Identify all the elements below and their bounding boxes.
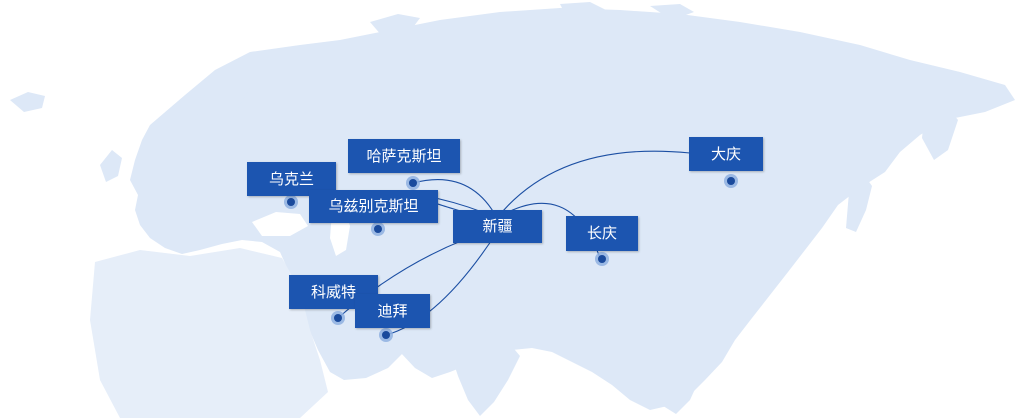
arctic-island-2 [560, 2, 606, 18]
kamchatka-landmass [922, 104, 958, 160]
marker-daqing[interactable] [724, 174, 738, 188]
route-to-kazakhstan [412, 179, 498, 219]
marker-kazakhstan[interactable] [406, 176, 420, 190]
label-xinjiang-hub[interactable]: 新疆 [453, 210, 542, 243]
north-africa-landmass [90, 248, 328, 418]
label-dubai[interactable]: 迪拜 [355, 294, 430, 328]
label-kazakhstan[interactable]: 哈萨克斯坦 [348, 139, 460, 173]
marker-dubai[interactable] [379, 328, 393, 342]
route-to-daqing [496, 150, 691, 219]
arctic-island-1 [370, 14, 420, 36]
japan-landmass [846, 172, 872, 232]
marker-uzbekistan[interactable] [371, 222, 385, 236]
label-daqing[interactable]: 大庆 [689, 137, 763, 171]
arctic-island-3 [650, 4, 694, 20]
label-uzbekistan[interactable]: 乌兹别克斯坦 [309, 190, 438, 223]
iceland-landmass [10, 92, 45, 112]
marker-kuwait[interactable] [331, 311, 345, 325]
india-landmass [450, 328, 520, 416]
scandinavia-landmass [195, 54, 262, 146]
label-changqing[interactable]: 长庆 [566, 216, 638, 251]
route-to-dubai [385, 231, 498, 336]
southeast-asia-landmass [640, 330, 700, 414]
west-europe-landmass [100, 150, 122, 182]
black-sea [252, 212, 308, 236]
marker-ukraine[interactable] [284, 195, 298, 209]
marker-changqing[interactable] [595, 252, 609, 266]
